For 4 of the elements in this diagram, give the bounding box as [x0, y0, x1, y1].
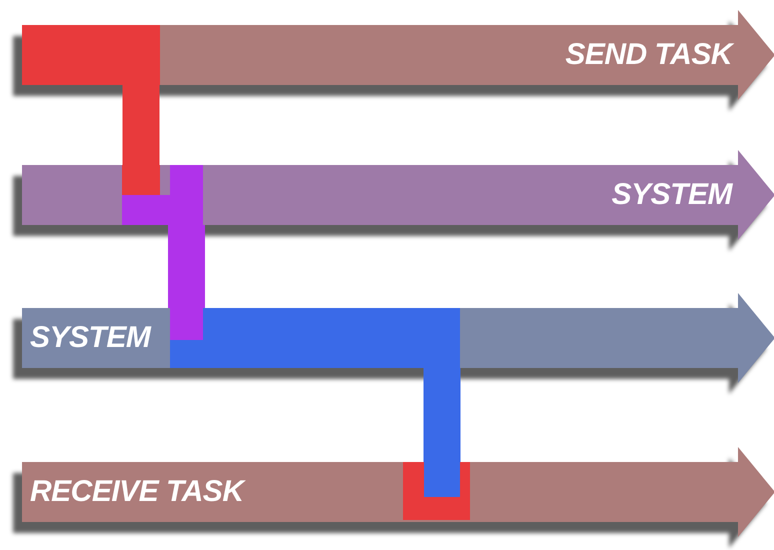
band-label: SYSTEM — [30, 320, 150, 356]
band-label: SYSTEM — [612, 177, 732, 213]
band-label: RECEIVE TASK — [30, 474, 244, 510]
band-label: SEND TASK — [565, 37, 732, 73]
